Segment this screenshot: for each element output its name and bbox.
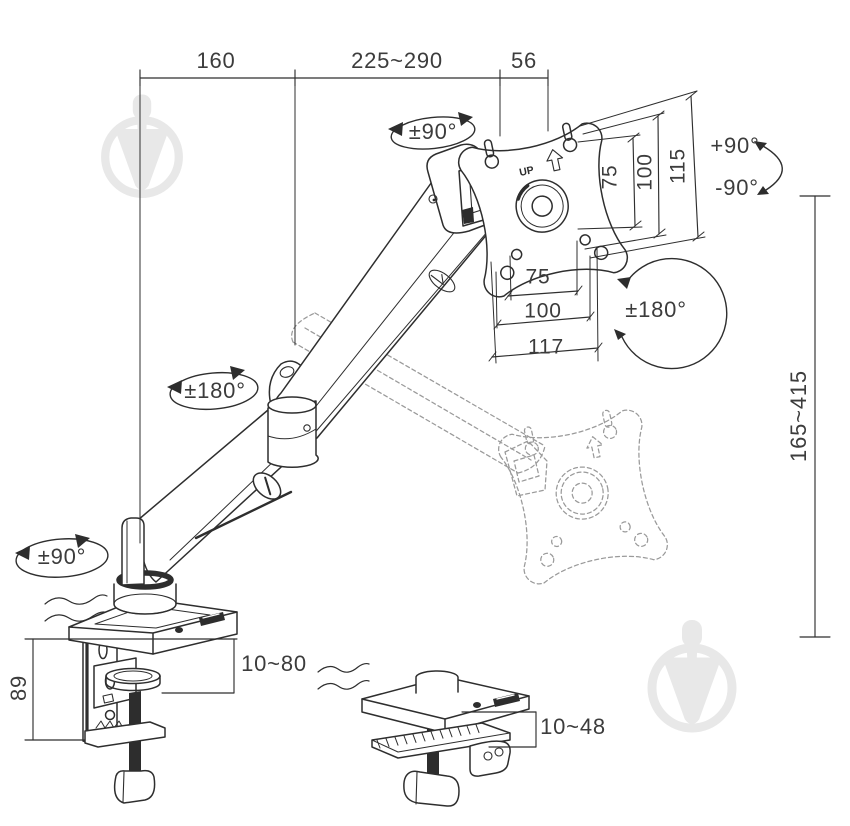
grommet-mount-assembly [317,663,530,807]
wing-hole [483,751,493,761]
ghost-arm-right-cap [517,445,546,474]
head-swivel-arrow [388,112,476,150]
mount-hole [579,234,591,246]
clamp-knob [113,769,156,804]
usb-port-slot [202,613,220,619]
dim-grommet-thickness-label: 10~48 [540,714,606,739]
watermark-right [652,620,732,728]
grommet-riser-stub [415,670,459,694]
plate-hub-hole [531,195,553,217]
clamp-round-hole [104,709,116,721]
dim-vesa-v-outer-label: 100 [633,153,657,191]
clamp-pad-rim [105,675,161,692]
keyhole-slot [561,122,573,141]
grommet-knob-facet [415,771,418,805]
elbow-pivot [279,366,295,378]
upper-arm-lower-panel [311,223,495,437]
ghost-head-bracket [504,440,548,497]
dim-head-offset-label: 56 [510,48,538,73]
angle-base-swivel-label: ±90° [37,544,87,569]
usb-port [199,612,225,626]
head-screw-dot [432,198,436,202]
cable-squiggle [317,663,370,673]
rotation-arrows [15,112,783,578]
dim-clamp [24,638,238,741]
clamp-pad-inner [113,670,153,682]
mount-hole [500,265,515,281]
head-hinge-shadow [462,207,474,224]
dim-plate-height-label: 115 [666,148,690,184]
up-arrow-icon [546,149,564,172]
dim-top-chain [139,69,549,544]
dim-vesa-h-inner-label: 75 [525,265,551,289]
dim-vesa-vertical [577,90,706,259]
base-button [175,627,183,633]
riser-column [121,517,145,586]
clamp-square-hole [102,693,115,704]
ghost-up-arrow-icon [586,436,604,459]
usb-port [493,693,520,707]
vesa-rotation-arrow [614,257,728,370]
grommet-knob [403,770,460,807]
vesa-plate: UP [455,119,631,301]
elbow-screw [303,424,311,432]
plate-hub-outer [515,179,569,233]
plate-hub-ring [520,184,564,228]
angle-tilt-up-label: +90° [710,133,760,158]
lower-arm-stripe [194,490,293,540]
lower-arm-end-cap [252,472,282,500]
serration-hatch [376,724,480,749]
grommet-serrated-plate [371,722,511,759]
elbow-cylinder [267,396,319,468]
angle-vesa-rotation-label: ±180° [625,297,687,322]
keyhole [562,137,578,153]
cable-squiggle [44,594,108,605]
desk-base-assembly [44,409,305,655]
ghost-vesa-plate [495,406,671,588]
riser-ring-dark [116,570,174,590]
dim-upper-arm-reach-label: 225~290 [351,48,443,73]
elbow-swivel-arrow [167,366,259,411]
keyhole-slot [483,139,495,158]
angle-head-swivel-label: ±90° [408,119,458,144]
dim-height-range-label: 165~415 [786,370,811,462]
grommet-plate-edge [371,732,511,753]
tilt-arc-arrow [754,141,783,195]
plate-up-label: UP [518,164,535,179]
dim-vesa-h-outer-label: 100 [524,299,562,323]
grommet-wing-bracket [469,740,511,777]
dim-clamp-height-label: 89 [6,674,31,702]
dim-base-arm-reach-label: 160 [196,48,236,73]
quick-release-tab [516,183,530,201]
clamp-teeth [95,720,124,729]
upper-arm-inset-line [304,199,481,421]
cable-squiggle [317,680,370,690]
ghost-head-hinge [513,454,540,483]
usb-port-slot [496,694,515,700]
grommet-button [473,702,481,708]
dim-vesa-v-inner-label: 75 [598,164,622,190]
watermark-top-left [105,94,179,193]
upper-arm-slot [428,269,456,293]
dim-vesa-horizontal [488,240,603,364]
dim-grommet [461,711,537,748]
dimension-lines [24,69,831,748]
riser-flange [113,593,177,615]
dim-clamp-thickness-label: 10~80 [241,651,307,676]
wing-hole [494,747,504,757]
angle-elbow-swivel-label: ±180° [184,378,246,403]
desk-clamp-assembly [82,630,166,804]
keyhole [484,154,500,169]
clamp-knob-facet [122,771,125,803]
cable-squiggle [44,611,109,622]
base-swivel-arrow [15,534,109,578]
clamp-bottom-arm [84,721,166,748]
angle-tilt-down-label: -90° [715,175,759,200]
dim-height-range [799,195,831,638]
mount-hole [510,248,523,261]
dim-plate-width-label: 117 [528,335,564,359]
head-screw [428,194,438,204]
